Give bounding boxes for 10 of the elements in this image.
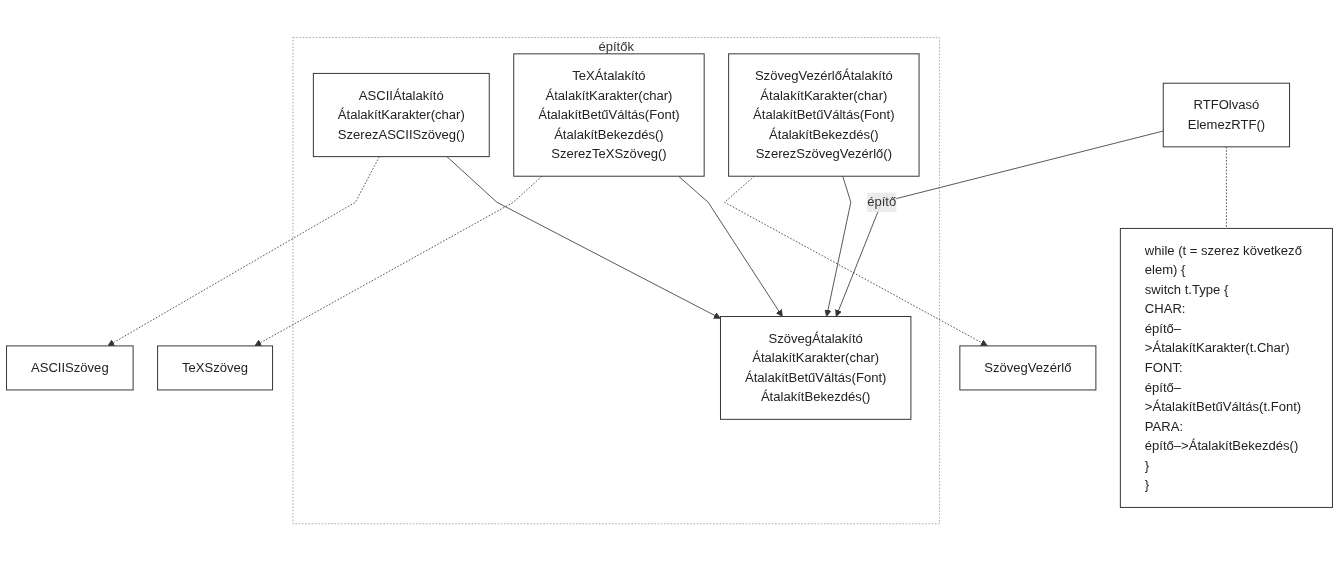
- node-box: TeXSzöveg: [157, 345, 274, 391]
- node-box: while (t = szerez következő elem) { switch t.Type { CHAR: építő–>ÁtalakítKarakter(t.Char) FONT: építő–>ÁtalakítBetűVáltás(t.Font) PARA: építő–>ÁtalakítBekezdés() } }: [1119, 228, 1333, 509]
- node-box: SzövegVezérlő: [959, 345, 1097, 391]
- node-box: RTFOlvasó ElemezRTF(): [1162, 83, 1291, 148]
- node-box: TeXÁtalakító ÁtalakítKarakter(char) ÁtalakítBetűVáltás(Font) ÁtalakítBekezdés() SzerezTeXSzöveg(): [513, 53, 705, 178]
- node-box: ASCIISzöveg: [6, 345, 134, 391]
- edge-label: építő: [867, 195, 897, 210]
- node-box: ASCIIÁtalakító ÁtalakítKarakter(char) SzerezASCIISzöveg(): [312, 73, 490, 158]
- node-box: SzövegÁtalakító ÁtalakítKarakter(char) ÁtalakítBetűVáltás(Font) ÁtalakítBekezdés(): [720, 316, 912, 421]
- node-box: SzövegVezérlőÁtalakító ÁtalakítKarakter(char) ÁtalakítBetűVáltás(Font) ÁtalakítBekezdés() SzerezSzövegVezérlő(): [728, 53, 920, 178]
